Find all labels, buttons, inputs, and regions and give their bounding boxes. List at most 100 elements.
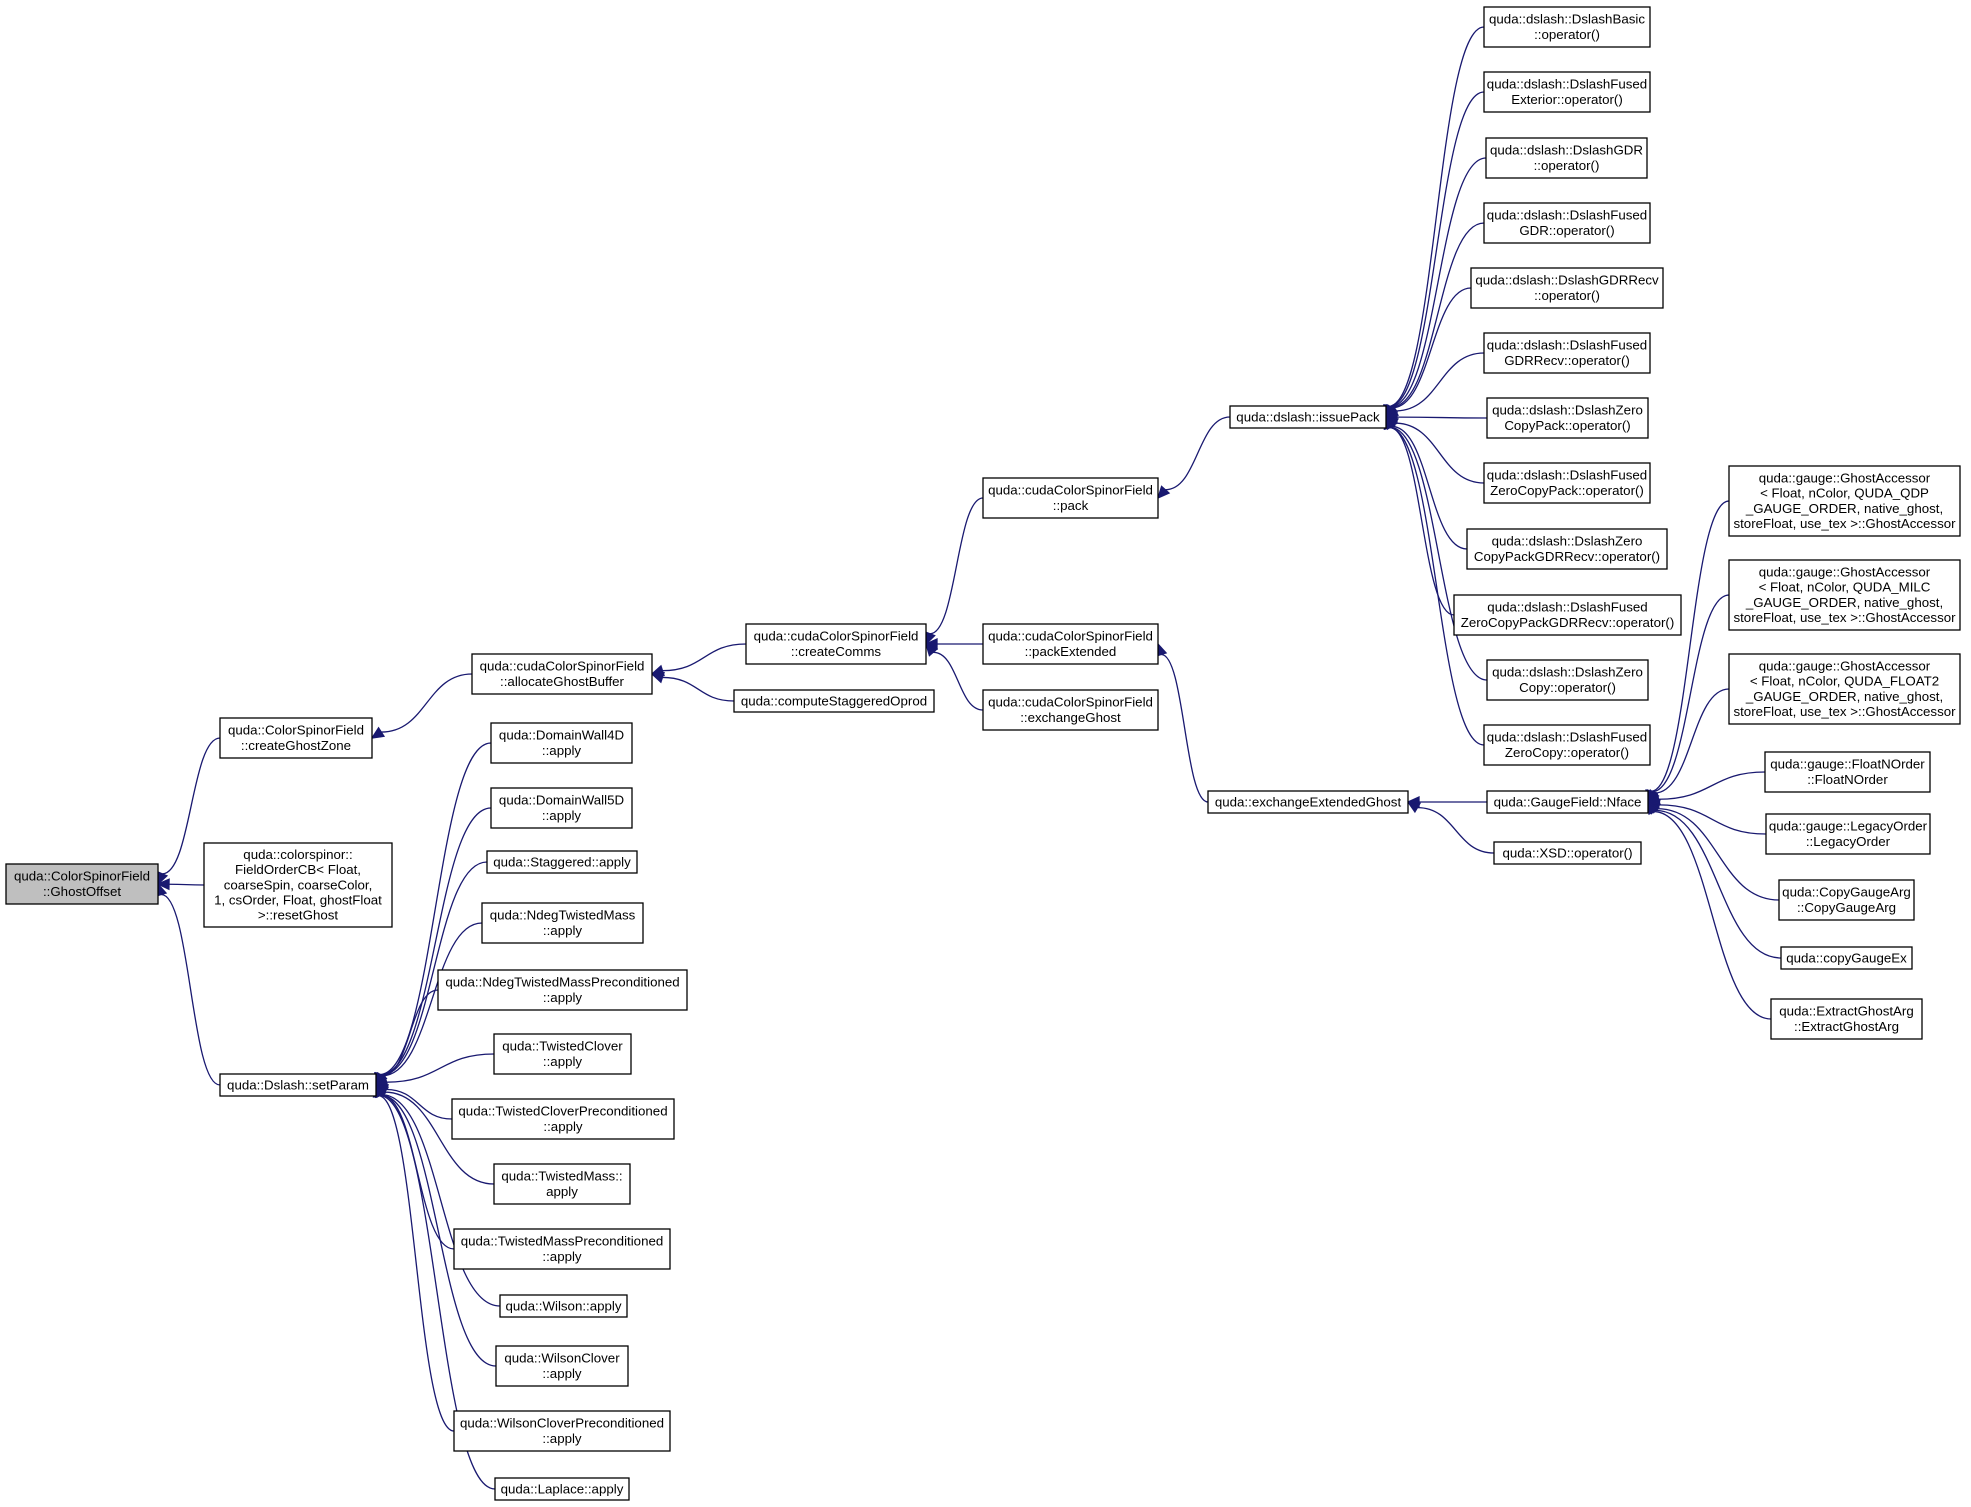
- node-box: [1778, 879, 1915, 921]
- node-dslashbasic[interactable]: quda::dslash::DslashBasic::operator(): [1483, 6, 1651, 48]
- edge-line: [1161, 653, 1209, 803]
- node-label-line: quda::Dslash::setParam: [227, 1077, 369, 1092]
- node-box: [1470, 267, 1664, 309]
- node-exchangeghost[interactable]: quda::cudaColorSpinorField::exchangeGhos…: [982, 689, 1159, 731]
- node-dslashgdrrecv[interactable]: quda::dslash::DslashGDRRecv::operator(): [1470, 267, 1664, 309]
- node-laplace[interactable]: quda::Laplace::apply: [494, 1477, 630, 1501]
- node-box: [1485, 137, 1648, 179]
- node-twistedmasspc[interactable]: quda::TwistedMassPreconditioned::apply: [453, 1228, 671, 1270]
- node-wilson[interactable]: quda::Wilson::apply: [499, 1294, 628, 1318]
- edge-line: [1417, 806, 1495, 854]
- edge-line: [662, 643, 747, 672]
- node-twistedmass[interactable]: quda::TwistedMass::apply: [493, 1163, 631, 1205]
- edge-line: [380, 1094, 497, 1367]
- edge-line: [379, 742, 492, 1076]
- node-twistedclover[interactable]: quda::TwistedClover::apply: [493, 1033, 632, 1075]
- node-copygaugeex[interactable]: quda::copyGaugeEx: [1780, 946, 1913, 970]
- edge-dslashfusedexterior-to-issuepack: [1383, 91, 1485, 419]
- node-copygaugearg[interactable]: quda::CopyGaugeArg::CopyGaugeArg: [1778, 879, 1915, 921]
- node-pack[interactable]: quda::cudaColorSpinorField::pack: [982, 477, 1159, 519]
- node-box: [437, 969, 688, 1011]
- node-createghostzone[interactable]: quda::ColorSpinorField::createGhostZone: [219, 717, 373, 759]
- node-label-line: >::resetGhost: [258, 908, 338, 923]
- node-label-line: quda::cudaColorSpinorField: [988, 629, 1153, 644]
- node-box: [1483, 6, 1651, 48]
- node-label-line: quda::computeStaggeredOprod: [741, 693, 927, 708]
- node-ndegtmpc[interactable]: quda::NdegTwistedMassPreconditioned::app…: [437, 969, 688, 1011]
- node-label-line: quda::Wilson::apply: [505, 1298, 621, 1313]
- node-exchangeextendedghost[interactable]: quda::exchangeExtendedGhost: [1207, 790, 1409, 814]
- edge-arrowhead: [156, 878, 170, 891]
- node-label-line: ZeroCopyPack::operator(): [1490, 483, 1644, 498]
- node-ndegtm[interactable]: quda::NdegTwistedMass::apply: [481, 902, 644, 944]
- node-wilsonclover[interactable]: quda::WilsonClover::apply: [495, 1345, 629, 1387]
- node-dslashzerocopypackgdrrecv[interactable]: quda::dslash::DslashZeroCopyPackGDRRecv:…: [1466, 528, 1668, 570]
- node-box: [471, 653, 653, 695]
- node-fieldordercb[interactable]: quda::colorspinor::FieldOrderCB< Float,c…: [203, 842, 393, 928]
- node-computestaggeredoprod[interactable]: quda::computeStaggeredOprod: [733, 689, 935, 713]
- edge-ndegtmpc-to-dslash_setparam: [375, 989, 439, 1087]
- node-label-line: quda::ColorSpinorField: [228, 723, 364, 738]
- node-legacyorder[interactable]: quda::gauge::LegacyOrder::LegacyOrder: [1765, 813, 1931, 855]
- edge-twistedmasspc-to-dslash_setparam: [375, 1083, 455, 1250]
- node-ghostoffset[interactable]: quda::ColorSpinorField::GhostOffset: [5, 863, 159, 905]
- node-allocateghostbuffer[interactable]: quda::cudaColorSpinorField::allocateGhos…: [471, 653, 653, 695]
- node-label-line: ::createComms: [791, 644, 881, 659]
- node-box: [5, 863, 159, 905]
- node-label-line: ::apply: [543, 1054, 583, 1069]
- node-label-line: quda::ColorSpinorField: [14, 869, 150, 884]
- node-label-line: quda::dslash::DslashFused: [1487, 208, 1647, 223]
- node-label-line: quda::Staggered::apply: [493, 854, 631, 869]
- node-box: [203, 842, 393, 928]
- node-packextended[interactable]: quda::cudaColorSpinorField::packExtended: [982, 623, 1159, 665]
- node-staggered[interactable]: quda::Staggered::apply: [486, 850, 638, 874]
- edge-dslashbasic-to-issuepack: [1383, 26, 1485, 419]
- edge-dslash_setparam-to-ghostoffset: [155, 882, 221, 1086]
- node-xsd[interactable]: quda::XSD::operator(): [1493, 841, 1642, 865]
- node-label-line: ::apply: [543, 990, 583, 1005]
- node-label-line: ::apply: [542, 1249, 582, 1264]
- node-label-line: quda::dslash::DslashFused: [1487, 77, 1647, 92]
- node-box: [1483, 462, 1651, 504]
- node-label-line: storeFloat, use_tex >::GhostAccessor: [1733, 704, 1956, 719]
- node-dslashfusedzerocopypackgdrrecv[interactable]: quda::dslash::DslashFusedZeroCopyPackGDR…: [1453, 594, 1682, 636]
- node-dslashfusedzerocopypack[interactable]: quda::dslash::DslashFusedZeroCopyPack::o…: [1483, 462, 1651, 504]
- node-dslashfusedzerocopy[interactable]: quda::dslash::DslashFusedZeroCopy::opera…: [1483, 724, 1651, 766]
- node-dslashgdr[interactable]: quda::dslash::DslashGDR::operator(): [1485, 137, 1648, 179]
- node-issuepack[interactable]: quda::dslash::issuePack: [1229, 405, 1387, 429]
- node-dslashfusedexterior[interactable]: quda::dslash::DslashFusedExterior::opera…: [1483, 71, 1651, 113]
- node-floatnorder[interactable]: quda::gauge::FloatNOrder::FloatNOrder: [1764, 751, 1931, 793]
- node-label-line: quda::TwistedClover: [502, 1039, 623, 1054]
- node-label-line: GDRRecv::operator(): [1504, 353, 1630, 368]
- edge-line: [1654, 688, 1730, 794]
- node-ghostaccessor_milc[interactable]: quda::gauge::GhostAccessor< Float, nColo…: [1728, 559, 1961, 631]
- edge-line: [1391, 425, 1468, 550]
- edge-gaugefield_nface-to-exchangeextendedghost: [1406, 795, 1487, 809]
- node-extractghostarg[interactable]: quda::ExtractGhostArg::ExtractGhostArg: [1770, 998, 1923, 1040]
- node-label-line: quda::dslash::DslashZero: [1492, 665, 1643, 680]
- edge-line: [933, 651, 984, 711]
- node-createcomms[interactable]: quda::cudaColorSpinorField::createComms: [745, 623, 927, 665]
- node-wilsoncloverpc[interactable]: quda::WilsonCloverPreconditioned::apply: [453, 1410, 671, 1452]
- node-box: [1453, 594, 1682, 636]
- edge-createcomms-to-allocateghostbuffer: [650, 643, 747, 677]
- edge-line: [1388, 26, 1485, 407]
- node-domainwall4d[interactable]: quda::DomainWall4D::apply: [490, 722, 633, 764]
- node-domainwall5d[interactable]: quda::DomainWall5D::apply: [490, 787, 633, 829]
- edge-line: [662, 676, 735, 702]
- node-dslashzerocopypack[interactable]: quda::dslash::DslashZeroCopyPack::operat…: [1486, 397, 1649, 439]
- node-box: [1770, 998, 1923, 1040]
- node-box: [219, 717, 373, 759]
- node-label-line: ::allocateGhostBuffer: [500, 674, 625, 689]
- node-ghostaccessor_qdp[interactable]: quda::gauge::GhostAccessor< Float, nColo…: [1728, 465, 1961, 537]
- node-twistedcloverpc[interactable]: quda::TwistedCloverPreconditioned::apply: [451, 1098, 675, 1140]
- node-ghostaccessor_float2[interactable]: quda::gauge::GhostAccessor< Float, nColo…: [1728, 653, 1961, 725]
- node-label-line: quda::dslash::DslashBasic: [1489, 12, 1645, 27]
- edge-exchangeextendedghost-to-packextended: [1155, 642, 1209, 803]
- node-dslash_setparam[interactable]: quda::Dslash::setParam: [219, 1073, 377, 1097]
- node-label-line: quda::dslash::DslashFused: [1487, 600, 1647, 615]
- node-gaugefield_nface[interactable]: quda::GaugeField::Nface: [1486, 790, 1649, 814]
- node-dslashfusedgdrrecv[interactable]: quda::dslash::DslashFusedGDRRecv::operat…: [1483, 332, 1651, 374]
